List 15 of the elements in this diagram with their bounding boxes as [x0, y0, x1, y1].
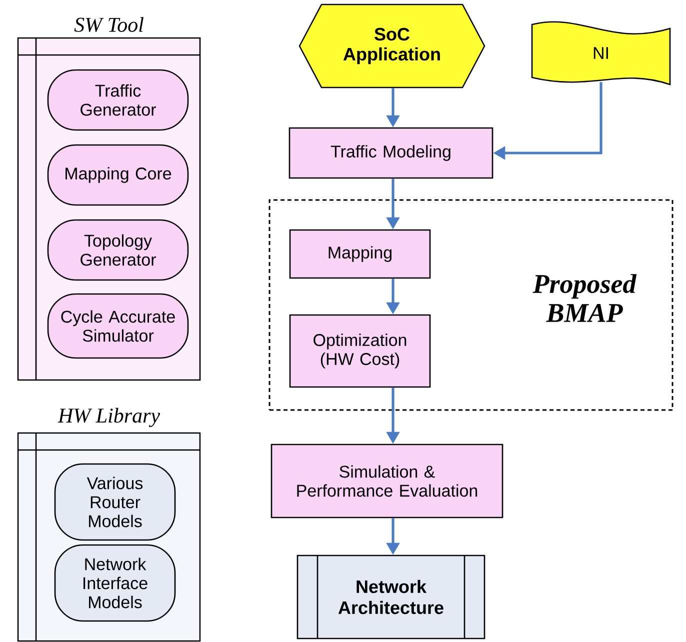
- group-label: Proposed BMAP: [532, 274, 637, 322]
- pill-box: Cycle Accurate Simulator: [47, 293, 189, 359]
- pill-box: Mapping Core: [47, 144, 189, 206]
- hexagon: SoC Application: [298, 4, 486, 88]
- pill-box: Various Router Models: [54, 463, 176, 541]
- pill-box: Traffic Generator: [47, 69, 189, 131]
- process-box: Traffic Modeling: [288, 127, 494, 179]
- process-box: Optimization (HW Cost): [289, 314, 431, 388]
- predefined-process-box: Network Architecture: [296, 554, 486, 640]
- panel-heading: HW Library: [58, 408, 160, 428]
- process-box: Simulation & Performance Evaluation: [270, 444, 504, 518]
- panel-heading: SW Tool: [74, 17, 144, 32]
- pill-box: Network Interface Models: [54, 544, 176, 622]
- pill-box: Topology Generator: [47, 219, 189, 281]
- process-box: Mapping: [289, 229, 431, 279]
